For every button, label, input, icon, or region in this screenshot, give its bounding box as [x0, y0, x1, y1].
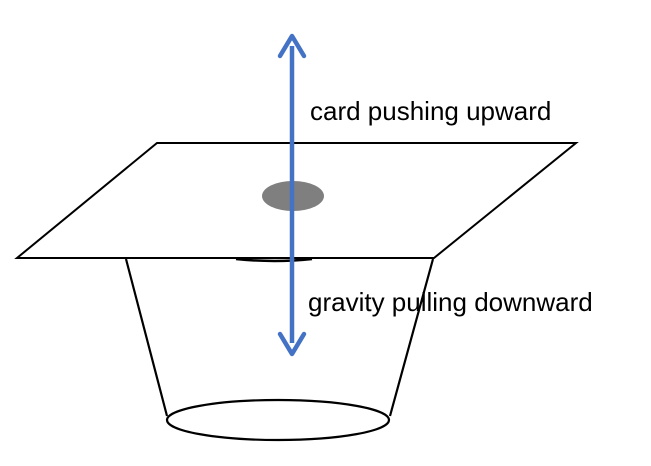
arrow-head-down	[277, 331, 307, 357]
cup-right-side	[388, 258, 435, 417]
cup-bottom-rim	[165, 398, 391, 442]
arrow-head-up	[277, 33, 307, 59]
downward-force-label: gravity pulling downward	[308, 287, 593, 317]
cup-left-side	[124, 258, 169, 417]
cup-top-rim-visible-edge	[235, 257, 313, 263]
force-arrows	[277, 33, 307, 357]
cup	[124, 257, 435, 442]
upward-force-label: card pushing upward	[310, 96, 552, 126]
